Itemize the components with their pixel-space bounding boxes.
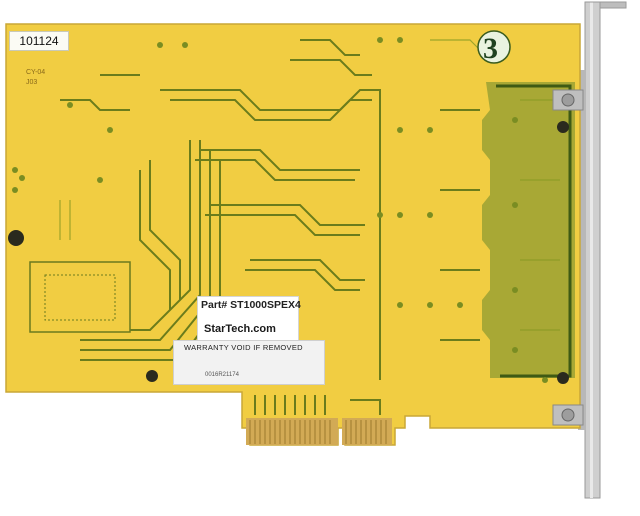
gold-finger-lines <box>249 420 387 444</box>
pcb-traces <box>60 39 480 415</box>
vias <box>12 37 548 383</box>
warranty-sticker <box>173 340 325 385</box>
part-number-text: Part# ST1000SPEX4 <box>201 299 301 311</box>
bracket-screws <box>552 89 584 426</box>
mounting-holes <box>8 121 569 384</box>
brand-text: StarTech.com <box>204 323 276 335</box>
silkscreen-text-2: J03 <box>26 79 38 86</box>
port-number: 3 <box>483 32 498 65</box>
port-magnetics-area <box>482 82 575 378</box>
warranty-text: WARRANTY VOID IF REMOVED <box>184 343 303 352</box>
port-number-marker <box>477 30 511 64</box>
silkscreen-text: CY-04 <box>26 69 46 76</box>
board-id-label: 101124 <box>9 31 69 51</box>
mounting-bracket <box>578 1 627 499</box>
part-number-sticker <box>197 296 299 343</box>
pcie-gold-fingers <box>246 418 392 445</box>
chip-footprint <box>29 261 131 333</box>
serial-number-text: 0016R21174 <box>205 372 239 378</box>
